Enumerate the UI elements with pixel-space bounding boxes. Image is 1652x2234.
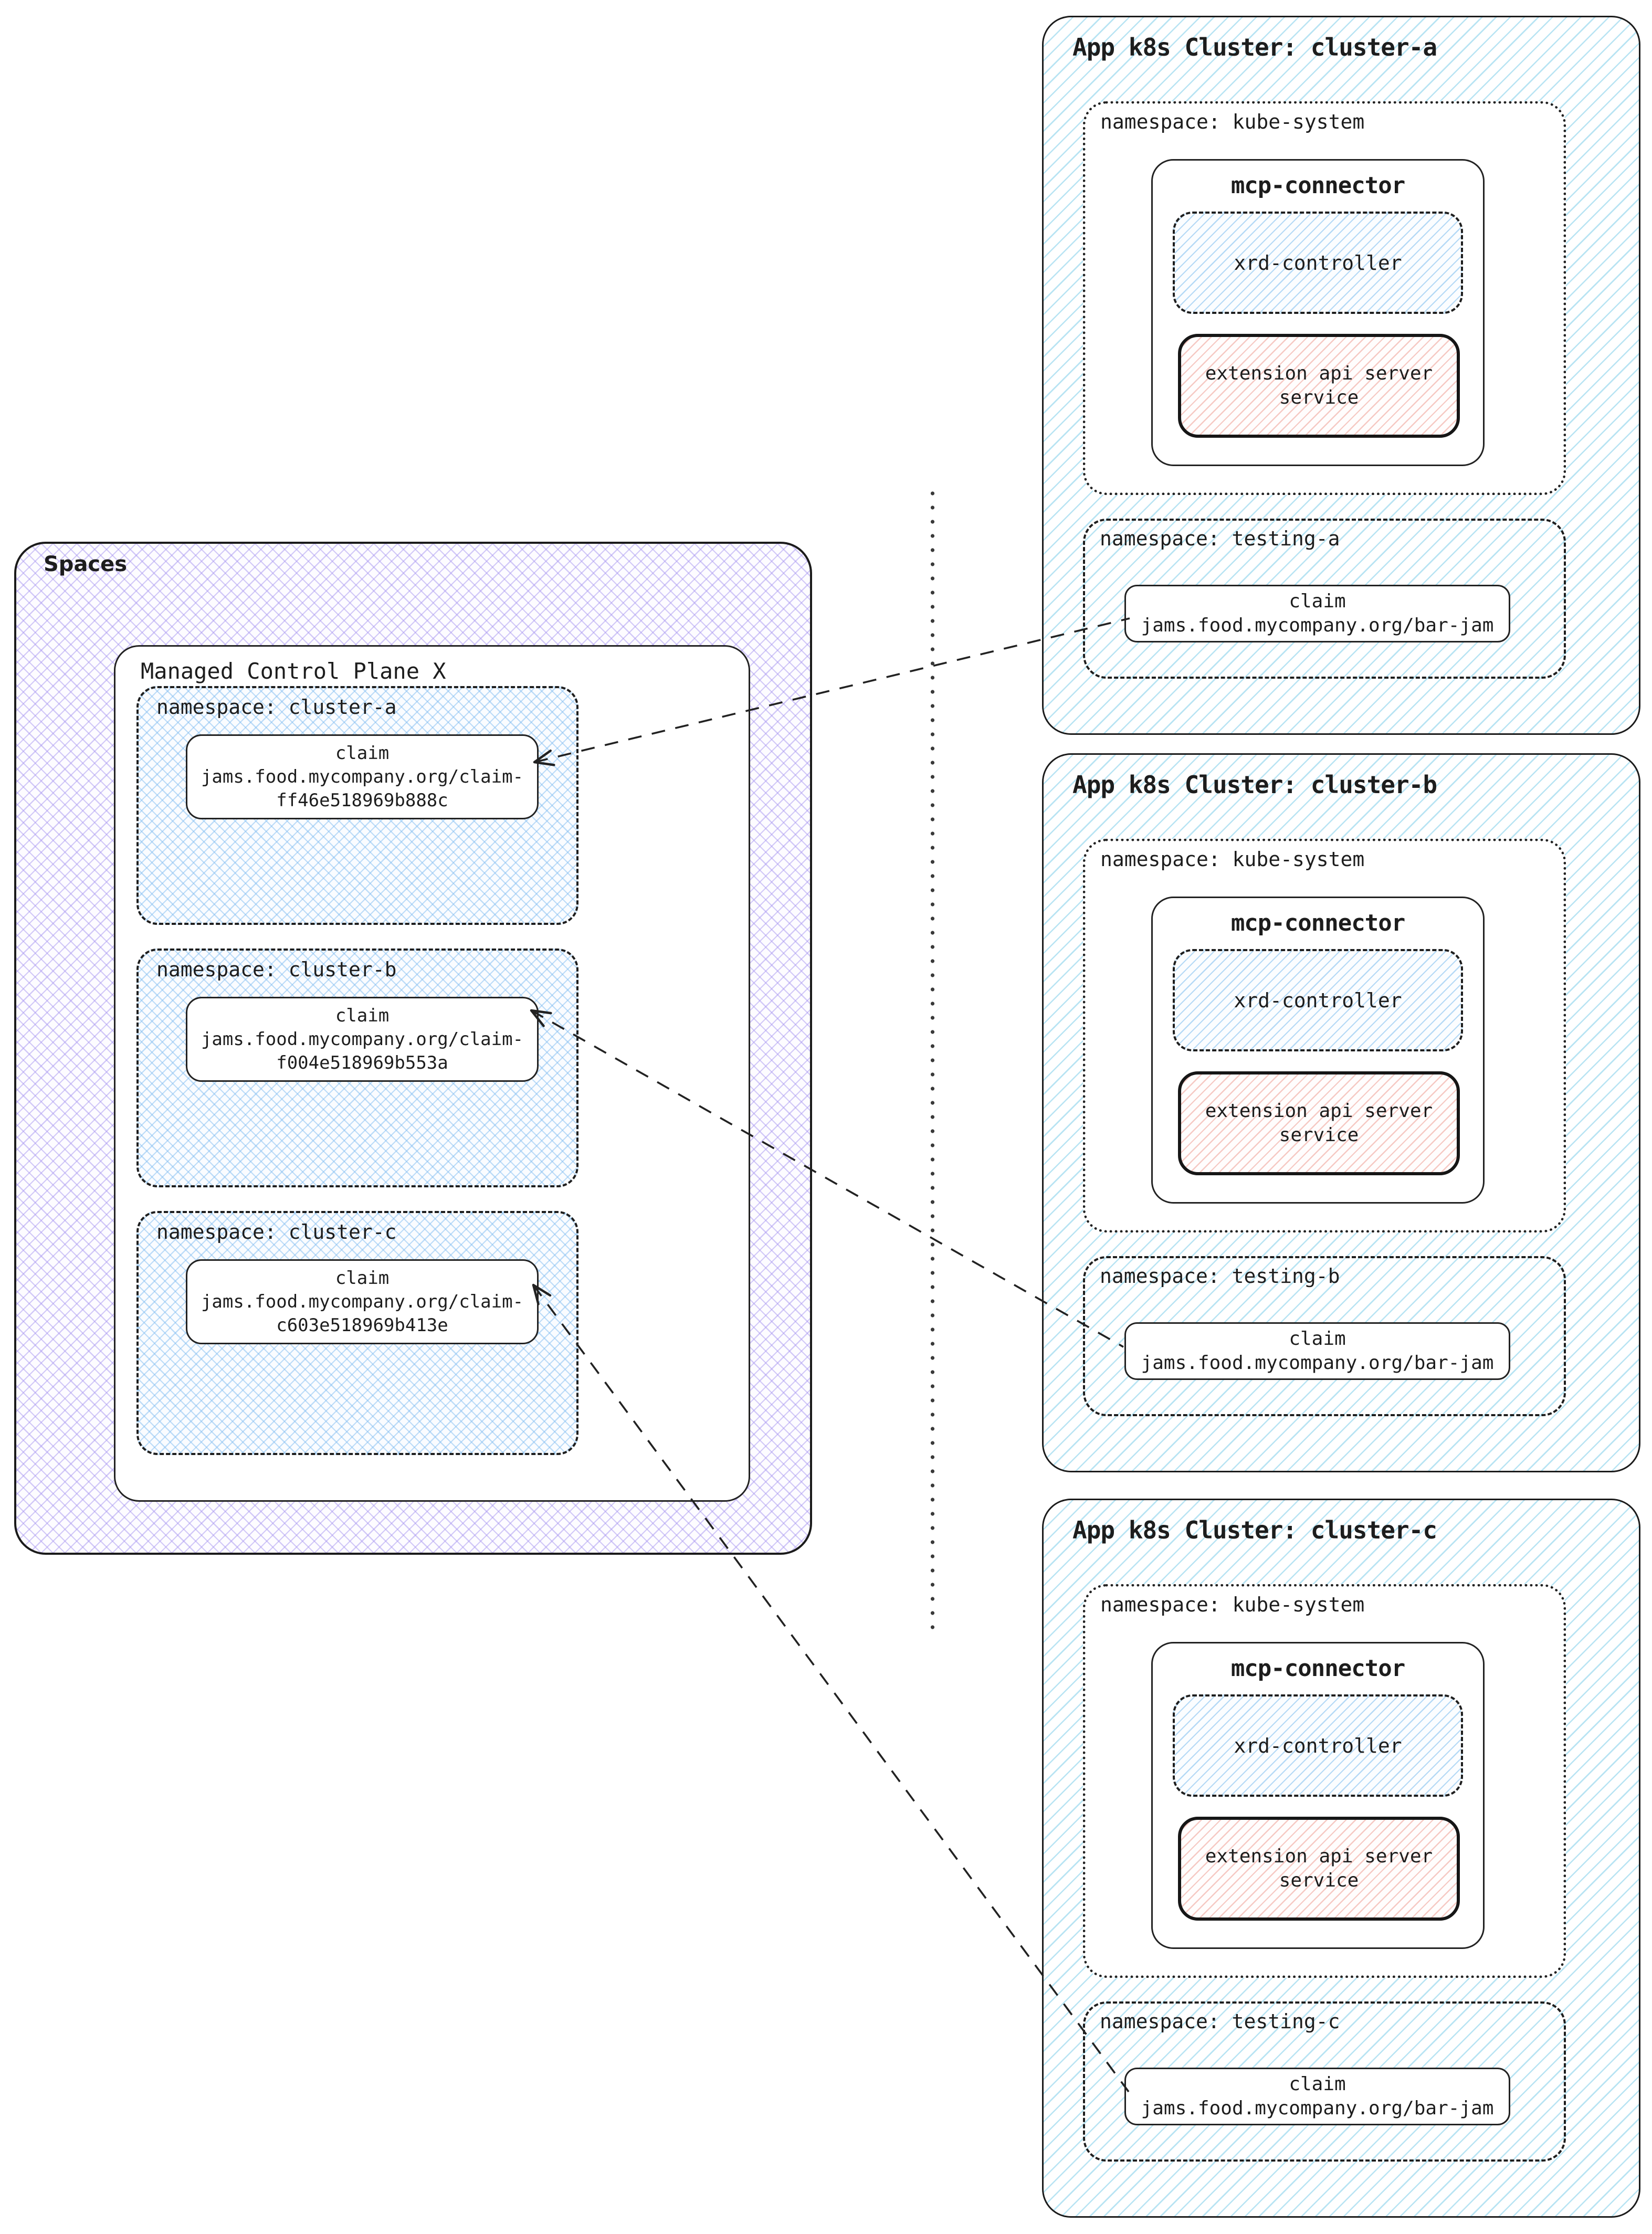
extension-service-line1: extension api server: [1205, 363, 1433, 384]
claim-name: jams.food.mycompany.org/bar-jam: [1141, 2098, 1494, 2119]
managed-control-plane-box: Managed Control Plane X namespace: clust…: [114, 645, 750, 1502]
xrd-controller-label: xrd-controller: [1234, 251, 1402, 275]
extension-service-line2: service: [1279, 387, 1359, 408]
claim-title: claim: [335, 1005, 390, 1026]
spaces-label: Spaces: [44, 552, 128, 576]
app-cluster-c-box: App k8s Cluster: cluster-c namespace: ku…: [1042, 1499, 1640, 2218]
claim-name-line2: c603e518969b413e: [276, 1314, 448, 1336]
xrd-controller-box: xrd-controller: [1173, 949, 1463, 1051]
claim-name-line1: jams.food.mycompany.org/claim-: [201, 766, 524, 787]
testing-b-namespace-box: namespace: testing-b claim jams.food.myc…: [1083, 1256, 1566, 1416]
xrd-controller-box: xrd-controller: [1173, 1694, 1463, 1797]
namespace-cluster-b-box: namespace: cluster-b claim jams.food.myc…: [136, 949, 578, 1187]
extension-service-line2: service: [1279, 1870, 1359, 1891]
claim-bar-jam-box: claim jams.food.mycompany.org/bar-jam: [1124, 585, 1510, 642]
mcp-connector-box: mcp-connector xrd-controller extension a…: [1151, 159, 1485, 466]
claim-bar-jam-box: claim jams.food.mycompany.org/bar-jam: [1124, 1322, 1510, 1380]
managed-control-plane-title: Managed Control Plane X: [141, 658, 446, 684]
extension-api-server-service-box: extension api server service: [1178, 1071, 1460, 1175]
testing-a-namespace-box: namespace: testing-a claim jams.food.myc…: [1083, 519, 1566, 679]
app-cluster-a-title: App k8s Cluster: cluster-a: [1072, 33, 1437, 61]
testing-c-label: namespace: testing-c: [1100, 2010, 1340, 2033]
claim-title: claim: [335, 1267, 390, 1289]
claim-cluster-b-box: claim jams.food.mycompany.org/claim- f00…: [186, 997, 539, 1082]
app-cluster-a-box: App k8s Cluster: cluster-a namespace: ku…: [1042, 16, 1640, 735]
app-cluster-b-box: App k8s Cluster: cluster-b namespace: ku…: [1042, 753, 1640, 1472]
claim-name-line1: jams.food.mycompany.org/claim-: [201, 1028, 524, 1050]
claim-name-line2: f004e518969b553a: [276, 1052, 448, 1073]
claim-name-line1: jams.food.mycompany.org/claim-: [201, 1291, 524, 1312]
namespace-cluster-a-label: namespace: cluster-a: [156, 696, 397, 719]
testing-b-label: namespace: testing-b: [1100, 1264, 1340, 1288]
kube-system-namespace-box: namespace: kube-system mcp-connector xrd…: [1083, 839, 1566, 1232]
xrd-controller-label: xrd-controller: [1234, 988, 1402, 1012]
claim-name: jams.food.mycompany.org/bar-jam: [1141, 1352, 1494, 1374]
mcp-connector-title: mcp-connector: [1230, 910, 1405, 936]
kube-system-namespace-box: namespace: kube-system mcp-connector xrd…: [1083, 1584, 1566, 1978]
kube-system-label: namespace: kube-system: [1100, 1593, 1365, 1616]
kube-system-label: namespace: kube-system: [1100, 110, 1365, 133]
app-cluster-b-title: App k8s Cluster: cluster-b: [1072, 771, 1437, 799]
claim-cluster-a-box: claim jams.food.mycompany.org/claim- ff4…: [186, 734, 539, 819]
extension-service-line1: extension api server: [1205, 1100, 1433, 1122]
kube-system-namespace-box: namespace: kube-system mcp-connector xrd…: [1083, 101, 1566, 495]
xrd-controller-box: xrd-controller: [1173, 212, 1463, 314]
app-cluster-c-title: App k8s Cluster: cluster-c: [1072, 1516, 1437, 1544]
claim-title: claim: [1289, 591, 1346, 612]
claim-title: claim: [1289, 1328, 1346, 1350]
extension-api-server-service-box: extension api server service: [1178, 334, 1460, 438]
mcp-connector-title: mcp-connector: [1230, 172, 1405, 199]
namespace-cluster-c-box: namespace: cluster-c claim jams.food.myc…: [136, 1211, 578, 1455]
claim-title: claim: [1289, 2073, 1346, 2095]
kube-system-label: namespace: kube-system: [1100, 848, 1365, 871]
extension-api-server-service-box: extension api server service: [1178, 1817, 1460, 1921]
claim-name-line2: ff46e518969b888c: [276, 789, 448, 811]
testing-a-label: namespace: testing-a: [1100, 527, 1340, 550]
namespace-cluster-c-label: namespace: cluster-c: [156, 1220, 397, 1244]
mcp-connector-title: mcp-connector: [1230, 1655, 1405, 1682]
mcp-connector-box: mcp-connector xrd-controller extension a…: [1151, 897, 1485, 1204]
xrd-controller-label: xrd-controller: [1234, 1734, 1402, 1757]
extension-service-line2: service: [1279, 1124, 1359, 1146]
namespace-cluster-b-label: namespace: cluster-b: [156, 958, 397, 981]
extension-service-line1: extension api server: [1205, 1846, 1433, 1867]
dotted-separator-line: [930, 491, 935, 1638]
claim-title: claim: [335, 742, 390, 764]
spaces-box: Spaces Managed Control Plane X namespace…: [14, 542, 812, 1555]
claim-bar-jam-box: claim jams.food.mycompany.org/bar-jam: [1124, 2068, 1510, 2125]
claim-name: jams.food.mycompany.org/bar-jam: [1141, 615, 1494, 636]
claim-cluster-c-box: claim jams.food.mycompany.org/claim- c60…: [186, 1259, 539, 1344]
mcp-connector-box: mcp-connector xrd-controller extension a…: [1151, 1642, 1485, 1949]
testing-c-namespace-box: namespace: testing-c claim jams.food.myc…: [1083, 2001, 1566, 2162]
namespace-cluster-a-box: namespace: cluster-a claim jams.food.myc…: [136, 686, 578, 925]
